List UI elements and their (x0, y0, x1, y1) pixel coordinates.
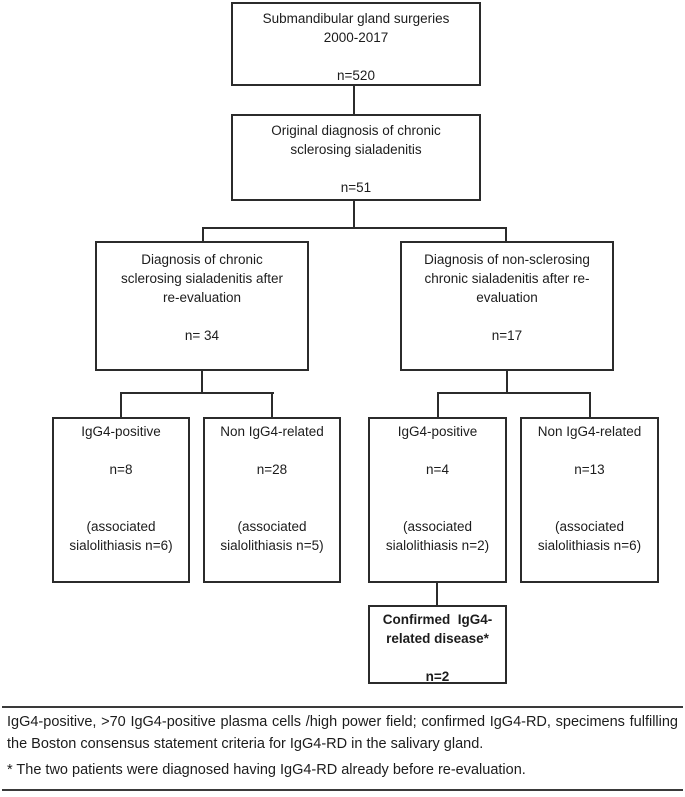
connector-l3r-crossbar (437, 392, 591, 394)
legend-footnote: * The two patients were diagnosed having… (7, 762, 526, 778)
connector-l2-crossbar (202, 227, 507, 229)
box-confirmed-igg4-rd: Confirmed IgG4- related disease* n=2 (368, 605, 507, 684)
connector-l1-l2 (353, 85, 355, 115)
connector-l3l-stem (201, 370, 203, 393)
connector-l3-left-drop (202, 227, 204, 242)
connector-l4a-drop (120, 392, 122, 418)
legend-definition: IgG4-positive, >70 IgG4-positive plasma … (7, 714, 678, 752)
connector-l4c-drop (437, 392, 439, 418)
box-nonsclerosing-after-reevaluation: Diagnosis of non-sclerosing chronic sial… (400, 241, 614, 371)
connector-l4d-drop (589, 392, 591, 418)
connector-l3r-stem (506, 370, 508, 393)
connector-l4b-drop (271, 392, 273, 418)
connector-l3-right-drop (505, 227, 507, 242)
box-igg4-positive-right: IgG4-positive n=4 (associated sialolithi… (368, 417, 507, 583)
box-sclerosing-after-reevaluation: Diagnosis of chronic sclerosing sialaden… (95, 241, 309, 371)
connector-l4c-l5 (436, 582, 438, 606)
box-non-igg4-related-left: Non IgG4-related n=28 (associated sialol… (203, 417, 341, 583)
box-original-diagnosis: Original diagnosis of chronic sclerosing… (231, 114, 481, 201)
box-submandibular-surgeries: Submandibular gland surgeries 2000-2017 … (231, 2, 481, 86)
legend-top-rule (2, 706, 683, 708)
legend-bottom-rule (2, 789, 683, 791)
connector-l3l-crossbar (120, 392, 274, 394)
connector-l2-stem (353, 200, 355, 228)
box-igg4-positive-left: IgG4-positive n=8 (associated sialolithi… (52, 417, 190, 583)
box-non-igg4-related-right: Non IgG4-related n=13 (associated sialol… (520, 417, 659, 583)
